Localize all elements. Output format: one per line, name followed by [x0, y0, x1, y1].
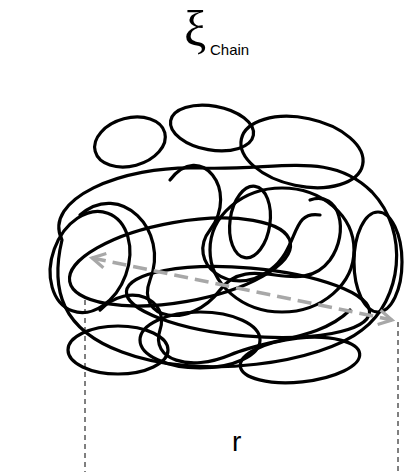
dimension-line	[85, 300, 86, 472]
greek-symbol: ξ	[184, 4, 206, 54]
coil-loop	[354, 212, 402, 312]
dimension-line	[398, 322, 399, 472]
coil-strand	[100, 295, 350, 363]
end-to-end-arrow	[92, 258, 392, 320]
polymer-coil	[37, 99, 402, 388]
coil-loop	[63, 203, 297, 321]
coil-loop	[225, 184, 275, 261]
coil-loop	[37, 200, 144, 324]
dimension-label: r	[232, 428, 241, 456]
coil-loop	[58, 165, 397, 366]
coil-loop	[238, 332, 362, 388]
coil-loop	[234, 106, 369, 198]
subscript-label: Chain	[210, 42, 249, 57]
coil-loop	[68, 326, 168, 374]
coil-strand	[170, 165, 320, 281]
coil-loop	[89, 110, 171, 175]
coil-loop	[167, 99, 257, 157]
